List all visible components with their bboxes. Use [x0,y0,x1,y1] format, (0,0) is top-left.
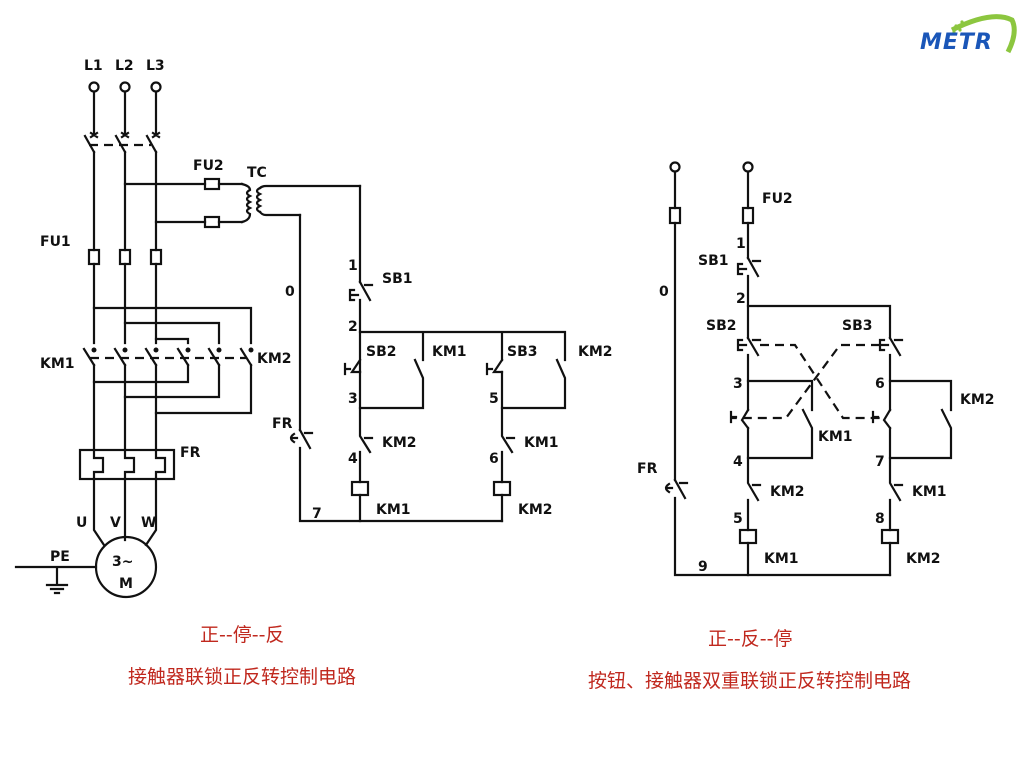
left-caption-title: 接触器联锁正反转控制电路 [128,666,357,688]
neutral-label: 0 [659,284,669,300]
motor-label-bottom: M [119,576,133,592]
contactor-label-km2: KM2 [257,351,292,367]
node-2: 2 [736,291,746,307]
interlock-km1-label: KM1 [912,484,947,500]
contactor-label-km1: KM1 [40,356,75,372]
reverse-button-sb3-nc[interactable] [878,336,904,357]
reverse-button-label: SB3 [842,318,873,334]
overload-contact-label: FR [637,461,658,477]
transformer-tc [240,182,362,224]
interlock-km1-label: KM1 [524,435,559,451]
fuse-fu2 [741,206,755,225]
node-7: 7 [875,454,885,470]
stop-button-label: SB1 [382,271,413,287]
coil-km1-label: KM1 [764,551,799,567]
forward-button-label: SB2 [366,344,397,360]
interlock-km2-label: KM2 [770,484,805,500]
coil-km2-label: KM2 [518,502,553,518]
reverse-button-sb3-no[interactable] [871,408,892,430]
transformer-label: TC [247,165,267,181]
neutral-label: 0 [285,284,295,300]
node-3: 3 [733,376,743,392]
fuse-fu1-l2 [118,248,132,266]
logo-text: METR [920,30,993,55]
coil-km2-label: KM2 [906,551,941,567]
hold-contact-km2-label: KM2 [578,344,613,360]
forward-button-sb2-nc[interactable] [736,336,762,357]
terminal-l2 [119,81,131,93]
fuse-fu1-l3 [149,248,163,266]
hold-contact-km1-label: KM1 [818,429,853,445]
node-4: 4 [348,451,358,467]
stop-button-label: SB1 [698,253,729,269]
terminal-l1 [88,81,100,93]
phase-label-l3: L3 [146,58,165,74]
overload-contact-label: FR [272,416,293,432]
overload-contact-fr [289,428,314,450]
interlock-km2-label: KM2 [382,435,417,451]
main-power-circuit: L1 L2 L3 FU2 TC FU1 [14,58,362,599]
terminal-label-w: W [141,515,156,531]
reverse-button-sb3[interactable] [485,358,504,376]
forward-button-sb2[interactable] [343,358,362,376]
thermal-relay-fr [78,448,176,481]
fuse-fu2-a [203,177,221,191]
coil-km1 [350,480,370,497]
fuse-fu2-b [203,215,221,229]
coil-km1-label: KM1 [376,502,411,518]
left-caption-mode: 正--停--反 [200,624,285,646]
isolating-switch-qs [83,131,161,154]
node-3: 3 [348,391,358,407]
hold-contact-km2-label: KM2 [960,392,995,408]
node-1: 1 [348,258,358,274]
terminal-phase [742,161,754,173]
node-4: 4 [733,454,743,470]
node-6: 6 [489,451,499,467]
coil-km2 [880,528,900,545]
thermal-relay-label: FR [180,445,201,461]
node-7: 7 [312,506,322,522]
motor-label-top: 3~ [112,554,133,570]
overload-contact-fr [664,478,689,500]
terminal-l3 [150,81,162,93]
reverse-button-label: SB3 [507,344,538,360]
right-caption-title: 按钮、接触器双重联锁正反转控制电路 [588,670,912,692]
node-6: 6 [875,376,885,392]
phase-label-l2: L2 [115,58,134,74]
node-5: 5 [489,391,499,407]
ground-label: PE [50,549,70,565]
stop-button-sb1[interactable] [736,256,762,278]
forward-button-sb2-no[interactable] [729,408,750,430]
node-5: 5 [733,511,743,527]
brand-logo: METR [912,8,1022,58]
main-contacts-km1-km2 [82,347,254,367]
terminal-neutral [669,161,681,173]
control-circuit-right: FU2 0 FR 9 1 SB1 2 SB2 SB3 3 KM1 4 6 [637,161,995,577]
coil-km2 [492,480,512,497]
forward-button-label: SB2 [706,318,737,334]
fuse-label: FU2 [762,191,793,207]
terminal-label-v: V [110,515,121,531]
control-circuit-left: 0 FR 7 1 SB1 2 SB2 KM1 3 SB3 KM2 5 KM2 4… [272,184,613,523]
fuse-label-fu2: FU2 [193,158,224,174]
logo-swoosh-icon [950,14,1017,54]
hold-contact-km1-label: KM1 [432,344,467,360]
fuse-neutral [668,206,682,225]
fuse-label-fu1: FU1 [40,234,71,250]
node-2: 2 [348,319,358,335]
fuse-fu1-l1 [87,248,101,266]
phase-label-l1: L1 [84,58,103,74]
node-1: 1 [736,236,746,252]
node-9: 9 [698,559,708,575]
right-caption-mode: 正--反--停 [708,628,793,650]
terminal-label-u: U [76,515,87,531]
coil-km1 [738,528,758,545]
stop-button-sb1[interactable] [348,280,374,302]
node-8: 8 [875,511,885,527]
